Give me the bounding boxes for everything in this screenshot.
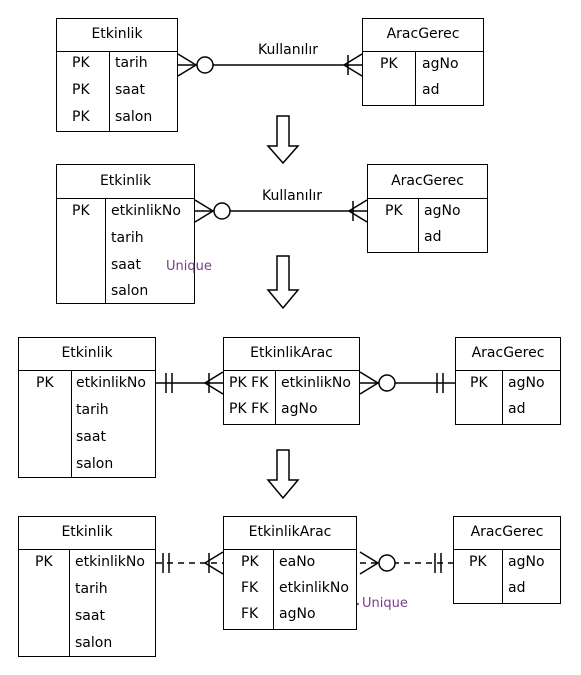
field-cell: agNo	[424, 203, 461, 219]
key-cell: PK FK	[229, 401, 269, 417]
d2-entity-aracgerec: AracGerec PK agNo ad	[367, 164, 488, 253]
d3-relationship-right	[359, 371, 455, 395]
key-cell: PK	[469, 554, 487, 570]
d4-relationship-left	[156, 551, 224, 575]
field-cell: saat	[75, 608, 105, 624]
d4-unique-label: Unique	[362, 596, 408, 611]
entity-title: Etkinlik	[19, 517, 155, 550]
down-arrow-1	[266, 115, 300, 165]
d1-entity-aracgerec: AracGerec PK agNo ad	[362, 18, 484, 106]
d3-entity-etkinlikarac: EtkinlikArac PK FK etkinlikNo PK FK agNo	[223, 337, 360, 425]
key-cell: PK	[385, 203, 403, 219]
key-cell: PK	[470, 375, 488, 391]
key-cell: PK FK	[229, 375, 269, 391]
field-cell: tarih	[76, 402, 109, 418]
field-cell: etkinlikNo	[76, 375, 146, 391]
d4-entity-etkinlik: Etkinlik PK etkinlikNo tarih saat salon	[18, 516, 156, 657]
field-cell: etkinlikNo	[111, 203, 181, 219]
field-cell: agNo	[281, 401, 318, 417]
d2-relation-label: Kullanılır	[262, 188, 323, 204]
key-cell: FK	[241, 606, 259, 622]
field-cell: tarih	[115, 55, 148, 71]
entity-title: EtkinlikArac	[224, 517, 356, 550]
d2-entity-etkinlik: Etkinlik PK etkinlikNo tarih saat salon	[56, 164, 195, 304]
d3-relationship-left	[156, 371, 224, 395]
d3-entity-etkinlik: Etkinlik PK etkinlikNo tarih saat salon	[18, 337, 156, 478]
field-cell: eaNo	[279, 554, 316, 570]
field-cell: salon	[75, 635, 113, 651]
d4-entity-aracgerec: AracGerec PK agNo ad	[453, 516, 561, 604]
field-cell: etkinlikNo	[281, 375, 351, 391]
field-cell: tarih	[111, 230, 144, 246]
field-cell: agNo	[508, 375, 545, 391]
field-cell: saat	[115, 82, 145, 98]
field-cell: etkinlikNo	[279, 580, 349, 596]
key-cell: PK	[72, 82, 90, 98]
field-cell: agNo	[279, 606, 316, 622]
field-cell: tarih	[75, 581, 108, 597]
field-cell: ad	[424, 229, 442, 245]
key-cell: PK	[35, 554, 53, 570]
field-cell: ad	[508, 580, 526, 596]
field-cell: salon	[115, 109, 153, 125]
d4-entity-etkinlikarac: EtkinlikArac PK eaNo FK etkinlikNo FK ag…	[223, 516, 357, 630]
entity-title: Etkinlik	[57, 19, 177, 52]
field-cell: salon	[76, 456, 114, 472]
field-cell: saat	[111, 257, 141, 273]
key-cell: FK	[241, 580, 259, 596]
entity-title: Etkinlik	[57, 165, 194, 199]
entity-title: AracGerec	[368, 165, 487, 199]
d2-unique-label: Unique	[166, 259, 212, 274]
field-cell: saat	[76, 429, 106, 445]
entity-title: EtkinlikArac	[224, 338, 359, 371]
d3-entity-aracgerec: AracGerec PK agNo ad	[455, 337, 561, 425]
entity-title: AracGerec	[456, 338, 560, 371]
key-cell: PK	[72, 109, 90, 125]
field-cell: salon	[111, 283, 149, 299]
d4-relationship-right	[359, 551, 453, 575]
key-cell: PK	[241, 554, 259, 570]
key-cell: PK	[380, 56, 398, 72]
key-cell: PK	[72, 203, 90, 219]
field-cell: agNo	[422, 56, 459, 72]
field-cell: agNo	[508, 554, 545, 570]
field-cell: etkinlikNo	[75, 554, 145, 570]
d1-relation-label: Kullanılır	[258, 42, 319, 58]
key-cell: PK	[72, 55, 90, 71]
entity-title: AracGerec	[363, 19, 483, 52]
down-arrow-2	[266, 255, 300, 310]
d1-entity-etkinlik: Etkinlik PK tarih PK saat PK salon	[56, 18, 178, 132]
field-cell: ad	[508, 401, 526, 417]
entity-title: AracGerec	[454, 517, 560, 550]
down-arrow-3	[266, 449, 300, 500]
entity-title: Etkinlik	[19, 338, 155, 371]
field-cell: ad	[422, 82, 440, 98]
key-cell: PK	[36, 375, 54, 391]
